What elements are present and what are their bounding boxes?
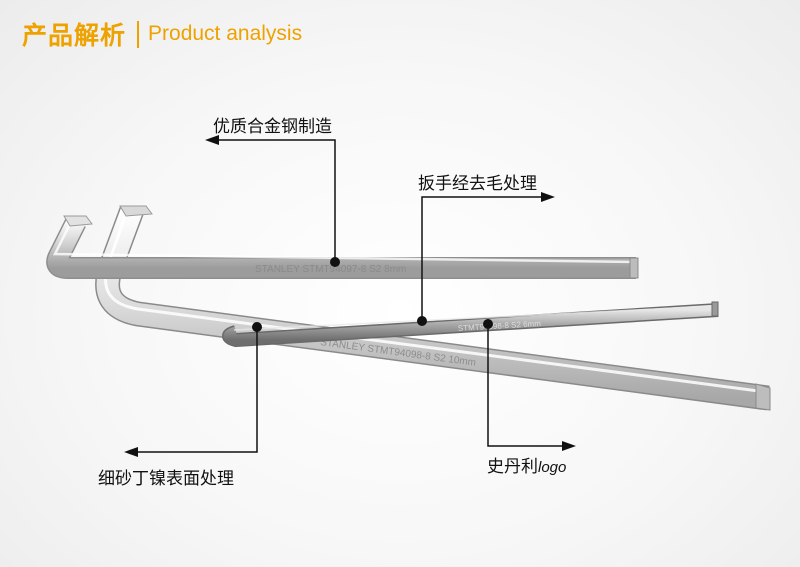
hex-key-8mm: STANLEY STMT94097-8 S2 8mm: [46, 215, 639, 279]
page-header: 产品解析 Product analysis: [22, 16, 302, 52]
callout-alloy-steel: [205, 135, 340, 267]
title-chinese: 产品解析: [22, 21, 127, 50]
engraving-8mm: STANLEY STMT94097-8 S2 8mm: [255, 264, 406, 275]
label-logo-brand: 史丹利: [487, 457, 538, 477]
label-alloy-steel: 优质合金钢制造: [213, 117, 332, 137]
label-nickel-finish: 细砂丁镍表面处理: [98, 469, 234, 489]
callout-nickel-finish: [124, 322, 262, 457]
hex-key-6mm: STMT94098-8 S2 6mm: [222, 301, 719, 347]
title-divider: [137, 20, 140, 48]
callout-deburring: [417, 192, 555, 326]
callout-logo: [483, 319, 576, 451]
label-deburring: 扳手经去毛处理: [418, 174, 537, 194]
label-logo: 史丹利logo: [487, 452, 566, 477]
title-english: Product analysis: [148, 22, 303, 45]
label-logo-suffix: logo: [538, 459, 567, 476]
